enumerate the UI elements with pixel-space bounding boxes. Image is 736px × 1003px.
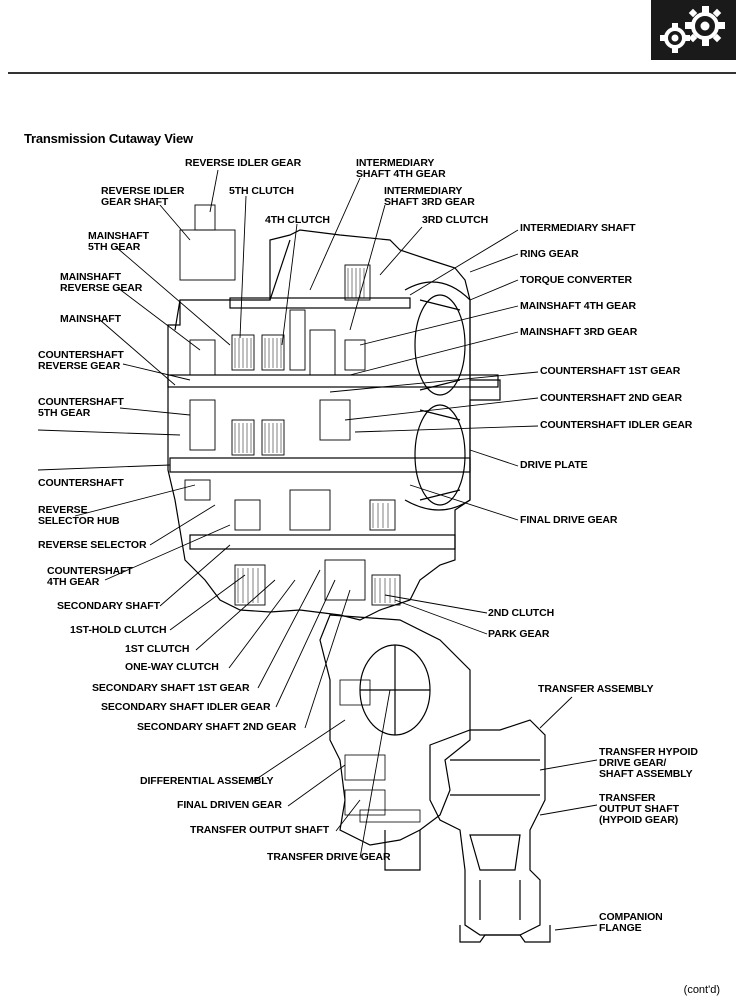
- label-countershaft-4th-gear: COUNTERSHAFT 4TH GEAR: [47, 565, 133, 588]
- label-2nd-clutch: 2ND CLUTCH: [488, 607, 555, 619]
- label-mainshaft-3rd-gear: MAINSHAFT 3RD GEAR: [520, 326, 638, 338]
- label-5th-clutch: 5TH CLUTCH: [229, 185, 294, 197]
- label-countershaft-reverse-gear: COUNTERSHAFT REVERSE GEAR: [38, 349, 124, 372]
- label-reverse-selector: REVERSE SELECTOR: [38, 539, 147, 551]
- label-intermediary-shaft-4th-gear: INTERMEDIARY SHAFT 4TH GEAR: [356, 157, 446, 180]
- label-transfer-assembly: TRANSFER ASSEMBLY: [538, 683, 654, 695]
- label-secondary-shaft-idler-gear: SECONDARY SHAFT IDLER GEAR: [101, 701, 271, 713]
- gears-icon: [660, 6, 725, 53]
- page-title: Transmission Cutaway View: [24, 131, 193, 146]
- gears-logo: [651, 0, 736, 60]
- label-1st-hold-clutch: 1ST-HOLD CLUTCH: [70, 624, 167, 636]
- label-secondary-shaft: SECONDARY SHAFT: [57, 600, 160, 612]
- label-mainshaft: MAINSHAFT: [60, 313, 121, 325]
- label-3rd-clutch: 3RD CLUTCH: [422, 214, 489, 226]
- label-intermediary-shaft-3rd-gear: INTERMEDIARY SHAFT 3RD GEAR: [384, 185, 475, 208]
- label-countershaft-2nd-gear: COUNTERSHAFT 2ND GEAR: [540, 392, 682, 404]
- label-countershaft-5th-gear: COUNTERSHAFT 5TH GEAR: [38, 396, 124, 419]
- label-mainshaft-5th-gear: MAINSHAFT 5TH GEAR: [88, 230, 149, 253]
- label-reverse-selector-hub: REVERSE SELECTOR HUB: [38, 504, 120, 527]
- continued-note: (cont'd): [683, 984, 720, 996]
- label-intermediary-shaft: INTERMEDIARY SHAFT: [520, 222, 636, 234]
- label-transfer-output-shaft: TRANSFER OUTPUT SHAFT: [190, 824, 330, 836]
- label-transfer-drive-gear: TRANSFER DRIVE GEAR: [267, 851, 391, 863]
- label-secondary-shaft-2nd-gear: SECONDARY SHAFT 2ND GEAR: [137, 721, 297, 733]
- label-reverse-idler-gear: REVERSE IDLER GEAR: [185, 157, 302, 169]
- label-companion-flange: COMPANION FLANGE: [599, 911, 663, 934]
- label-mainshaft-4th-gear: MAINSHAFT 4TH GEAR: [520, 300, 637, 312]
- label-reverse-idler-gear-shaft: REVERSE IDLER GEAR SHAFT: [101, 185, 185, 208]
- header-rule: [8, 72, 736, 74]
- label-final-drive-gear: FINAL DRIVE GEAR: [520, 514, 618, 526]
- label-differential-assembly: DIFFERENTIAL ASSEMBLY: [140, 775, 274, 787]
- label-ring-gear: RING GEAR: [520, 248, 579, 260]
- label-final-driven-gear: FINAL DRIVEN GEAR: [177, 799, 282, 811]
- label-transfer-output-shaft-hypoid: TRANSFER OUTPUT SHAFT (HYPOID GEAR): [599, 792, 679, 826]
- label-drive-plate: DRIVE PLATE: [520, 459, 588, 471]
- label-transfer-hypoid-drive-gear: TRANSFER HYPOID DRIVE GEAR/ SHAFT ASSEMB…: [599, 746, 698, 780]
- label-mainshaft-reverse-gear: MAINSHAFT REVERSE GEAR: [60, 271, 143, 294]
- label-countershaft: COUNTERSHAFT: [38, 477, 124, 489]
- label-countershaft-idler-gear: COUNTERSHAFT IDLER GEAR: [540, 419, 693, 431]
- label-torque-converter: TORQUE CONVERTER: [520, 274, 632, 286]
- label-countershaft-1st-gear: COUNTERSHAFT 1ST GEAR: [540, 365, 681, 377]
- label-park-gear: PARK GEAR: [488, 628, 550, 640]
- label-one-way-clutch: ONE-WAY CLUTCH: [125, 661, 219, 673]
- label-secondary-shaft-1st-gear: SECONDARY SHAFT 1ST GEAR: [92, 682, 250, 694]
- label-1st-clutch: 1ST CLUTCH: [125, 643, 190, 655]
- label-4th-clutch: 4TH CLUTCH: [265, 214, 330, 226]
